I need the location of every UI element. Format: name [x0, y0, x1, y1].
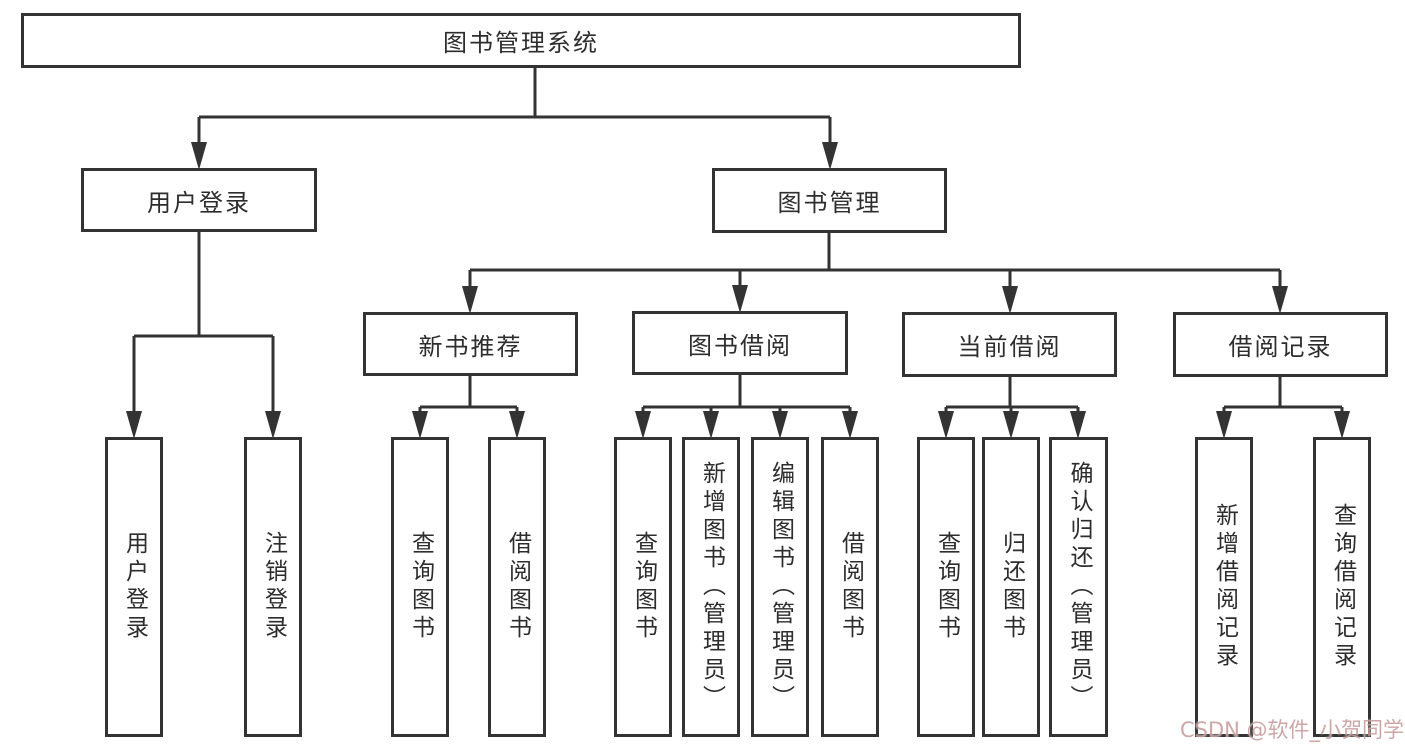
- arrow-leaf-borrow-book-1: [509, 411, 525, 439]
- node-new-book-rec: 新书推荐: [363, 312, 578, 376]
- node-leaf-edit-book: 编辑图书（管理员）: [751, 437, 809, 737]
- bus-new-book-children: [418, 376, 519, 414]
- node-leaf-query-book-3: 查询图书: [917, 437, 975, 737]
- node-leaf-query-book-2: 查询图书: [614, 437, 672, 737]
- bus-book-borrow-children: [641, 375, 852, 414]
- bus-book-mgmt-children: [468, 233, 1282, 289]
- arrow-leaf-logout: [265, 411, 281, 439]
- node-leaf-add-record: 新增借阅记录: [1195, 437, 1253, 737]
- node-leaf-query-record: 查询借阅记录: [1313, 437, 1371, 737]
- arrow-leaf-confirm-return: [1070, 411, 1086, 439]
- bus-borrow-record-children: [1222, 377, 1344, 414]
- node-leaf-user-login: 用户登录: [105, 437, 163, 737]
- node-leaf-add-book: 新增图书（管理员）: [682, 437, 740, 737]
- node-leaf-logout: 注销登录: [244, 437, 302, 737]
- node-book-borrow: 图书借阅: [632, 311, 848, 375]
- node-leaf-return-book: 归还图书: [982, 437, 1040, 737]
- csdn-watermark: CSDN @软件_小贺同学: [1180, 718, 1405, 742]
- arrow-user-login: [191, 142, 207, 170]
- arrow-leaf-return-book: [1003, 411, 1019, 439]
- arrow-leaf-add-record: [1216, 411, 1232, 439]
- arrow-leaf-query-book-3: [938, 411, 954, 439]
- arrow-borrow-record: [1272, 286, 1288, 314]
- bus-user-login-children: [132, 232, 275, 414]
- node-root: 图书管理系统: [21, 13, 1021, 68]
- bus-current-borrow-children: [944, 376, 1080, 414]
- arrow-leaf-user-login: [126, 411, 142, 439]
- arrow-current-borrow: [1002, 286, 1018, 314]
- node-leaf-borrow-book-1: 借阅图书: [488, 437, 546, 737]
- node-borrow-record: 借阅记录: [1173, 312, 1388, 377]
- node-leaf-query-book-1: 查询图书: [391, 437, 449, 737]
- arrow-book-borrow: [732, 285, 748, 313]
- arrow-leaf-edit-book: [772, 411, 788, 439]
- arrow-new-book-rec: [462, 286, 478, 314]
- arrow-leaf-query-book-1: [412, 411, 428, 439]
- arrow-leaf-query-record: [1334, 411, 1350, 439]
- arrow-leaf-query-book-2: [635, 411, 651, 439]
- arrow-leaf-add-book: [703, 411, 719, 439]
- node-leaf-confirm-return: 确认归还（管理员）: [1049, 437, 1108, 737]
- arrow-book-mgmt: [822, 142, 838, 170]
- node-user-login: 用户登录: [81, 168, 317, 232]
- node-leaf-borrow-book-2: 借阅图书: [821, 437, 879, 737]
- node-current-borrow: 当前借阅: [902, 312, 1117, 377]
- arrow-leaf-borrow-book-2: [842, 411, 858, 439]
- bus-root-to-level2: [197, 68, 832, 145]
- node-book-mgmt: 图书管理: [712, 168, 947, 233]
